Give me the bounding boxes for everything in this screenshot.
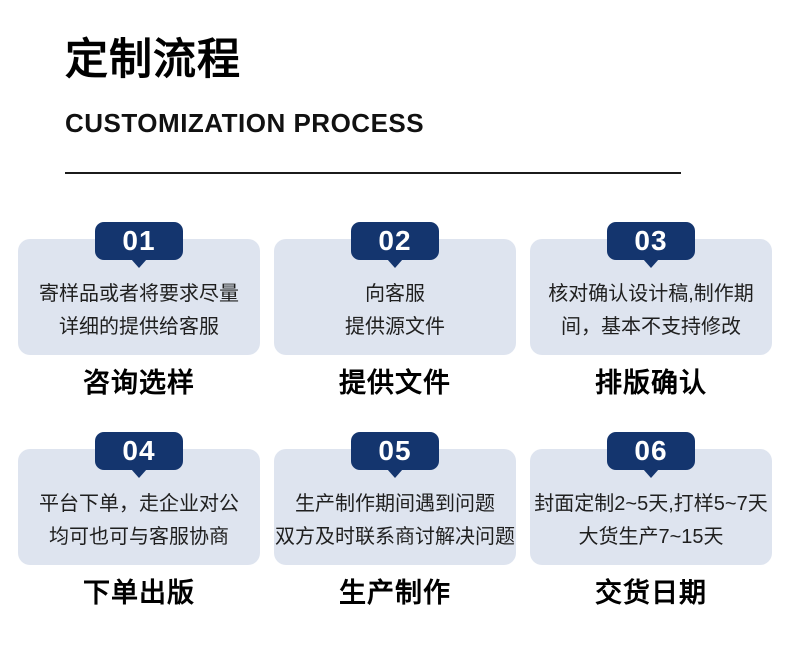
badge-pointer-down-icon (131, 468, 147, 478)
step-cell-4: 04 平台下单，走企业对公 均可也可与客服协商 下单出版 (18, 431, 260, 609)
header-divider (65, 172, 681, 175)
step-badge-5: 05 (351, 431, 439, 478)
page-title: 定制流程 (65, 36, 241, 84)
step-title: 下单出版 (83, 577, 195, 608)
step-title: 排版确认 (595, 368, 707, 399)
step-number-badge: 05 (351, 431, 439, 470)
step-number-badge: 03 (607, 222, 695, 261)
step-badge-3: 03 (607, 222, 695, 269)
step-cell-2: 02 向客服 提供源文件 提供文件 (274, 222, 516, 399)
step-description-line: 大货生产7~15天 (578, 525, 724, 548)
step-description-line: 双方及时联系商讨解决问题 (275, 525, 515, 548)
step-description-line: 间，基本不支持修改 (561, 316, 741, 339)
step-cell-5: 05 生产制作期间遇到问题 双方及时联系商讨解决问题 生产制作 (274, 431, 516, 609)
step-badge-2: 02 (351, 222, 439, 269)
step-card-2: 向客服 提供源文件 (274, 239, 516, 356)
step-badge-1: 01 (95, 222, 183, 269)
step-number-badge: 01 (95, 222, 183, 261)
step-title: 咨询选样 (83, 368, 195, 399)
step-title: 生产制作 (339, 577, 451, 608)
step-description-line: 详细的提供给客服 (59, 316, 219, 339)
step-description-line: 生产制作期间遇到问题 (295, 492, 495, 515)
step-title: 提供文件 (339, 368, 451, 399)
step-title: 交货日期 (595, 577, 707, 608)
page-subtitle: CUSTOMIZATION PROCESS (65, 108, 425, 139)
step-badge-4: 04 (95, 431, 183, 478)
step-description-line: 提供源文件 (345, 316, 445, 339)
step-description-line: 向客服 (365, 283, 425, 306)
badge-pointer-down-icon (131, 259, 147, 269)
badge-pointer-down-icon (387, 259, 403, 269)
step-description-line: 封面定制2~5天,打样5~7天 (534, 492, 768, 515)
step-cell-1: 01 寄样品或者将要求尽量 详细的提供给客服 咨询选样 (18, 222, 260, 399)
step-description-line: 寄样品或者将要求尽量 (39, 283, 239, 306)
badge-pointer-down-icon (643, 259, 659, 269)
steps-grid: 01 寄样品或者将要求尽量 详细的提供给客服 咨询选样 02 向客服 提供源文件… (0, 222, 790, 609)
page-header: 定制流程 CUSTOMIZATION PROCESS (0, 0, 790, 139)
badge-pointer-down-icon (387, 468, 403, 478)
step-description-line: 均可也可与客服协商 (49, 525, 229, 548)
step-number-badge: 04 (95, 431, 183, 470)
step-number-badge: 06 (607, 431, 695, 470)
step-cell-6: 06 封面定制2~5天,打样5~7天 大货生产7~15天 交货日期 (530, 431, 772, 609)
step-badge-6: 06 (607, 431, 695, 478)
step-description-line: 平台下单，走企业对公 (39, 492, 239, 515)
step-cell-3: 03 核对确认设计稿,制作期 间，基本不支持修改 排版确认 (530, 222, 772, 399)
badge-pointer-down-icon (643, 468, 659, 478)
step-number-badge: 02 (351, 222, 439, 261)
step-description-line: 核对确认设计稿,制作期 (548, 283, 754, 306)
